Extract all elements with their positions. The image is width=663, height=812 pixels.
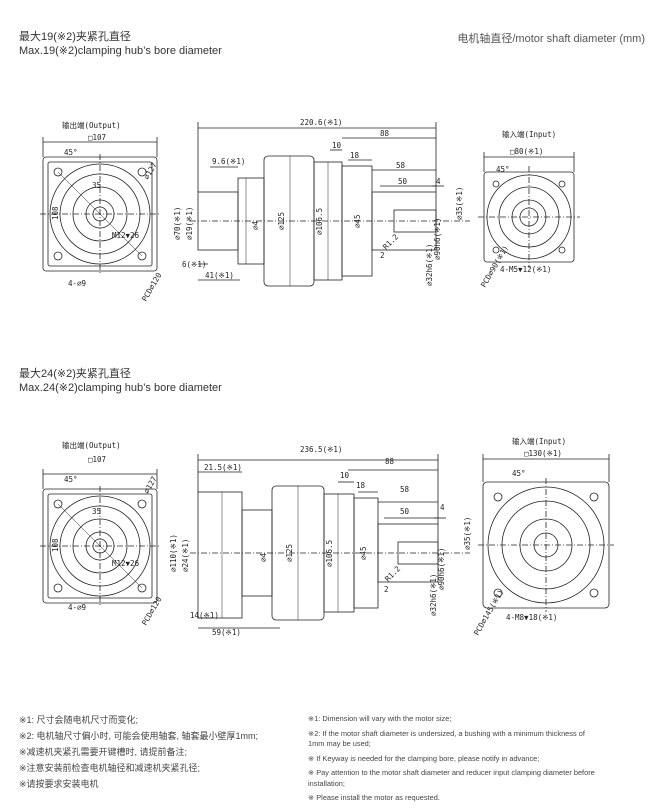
dim-127-2: ⌀127 [142, 475, 159, 495]
dim-overall-1: 220.6(※1) [300, 118, 342, 127]
dim-14-2: 14(※1) [190, 611, 219, 620]
gearbox-side-view-2 [190, 454, 470, 629]
dim-d125-1: ⌀125 [277, 212, 286, 230]
note-cn-1: ※1: 尺寸会随电机尺寸而变化; [19, 715, 139, 725]
output-front-view-2 [40, 469, 160, 606]
dim-88-1: 88 [380, 129, 390, 138]
section1-title-cn: 最大19(※2)夹紧孔直径 [19, 31, 131, 43]
unit-label: 电机轴直径/motor shaft diameter (mm) [457, 33, 645, 45]
dim-2-1: 2 [380, 251, 385, 260]
dim-50-1: 50 [398, 177, 408, 186]
dim-88-2: 88 [385, 457, 395, 466]
dim-127-1: ⌀127 [142, 161, 159, 181]
input-front-view [478, 152, 580, 268]
input-front-view-2 [478, 454, 614, 612]
angle-left-1: 45° [64, 148, 78, 157]
section2-title-en: Max.24(※2)clamping hub’s bore diameter [19, 382, 222, 394]
section2-title-cn: 最大24(※2)夹紧孔直径 [19, 368, 131, 380]
dim-18-1: 18 [350, 151, 360, 160]
hole-4-9-1: 4-⌀9 [68, 279, 86, 288]
dim-r12-1: R1.2 [381, 232, 400, 251]
dim-d4-2: ⌀4 [259, 552, 268, 562]
dim-6-1: 6(※1) [182, 260, 206, 269]
dim-18-2: 18 [356, 481, 366, 490]
dim-10-1: 10 [332, 141, 342, 150]
dim-d110-2: ⌀110(※1) [169, 534, 178, 572]
dim-r12-2: R1.2 [383, 564, 402, 583]
dim-35-2: 35 [92, 507, 101, 516]
note-cn-3: ※减速机夹紧孔需要开键槽时, 请提前备注; [19, 747, 188, 757]
dim-overall-2: 236.5(※1) [300, 445, 342, 454]
dim-d90-1: ⌀90h6(※1) [433, 218, 442, 260]
note-cn-2: ※2: 电机轴尺寸偏小时, 可能会使用轴套, 轴套最小壁厚1mm; [19, 731, 259, 741]
drawing-1: 输出端(Output) □107 45° 35 ⌀127 108 M12▼26 … [40, 118, 580, 303]
thread-m12-1: M12▼26 [112, 231, 140, 240]
hole-4-9-2: 4-⌀9 [68, 603, 86, 612]
notes-cn: ※1: 尺寸会随电机尺寸而变化; ※2: 电机轴尺寸偏小时, 可能会使用轴套, … [19, 712, 299, 792]
drawing-2: 输出端(Output) □107 45° 35 ⌀127 108 M12▼26 … [40, 436, 614, 637]
note-en-2: ※2: If the motor shaft diameter is under… [308, 728, 585, 749]
dim-d32-2: ⌀32h6(※1) [429, 574, 438, 616]
dim-d106-2: ⌀106.5 [325, 540, 334, 567]
input-label-1: 输入端(Input) [502, 129, 556, 139]
dim-d70-1: ⌀70(※1) [173, 207, 182, 240]
dim-2-2: 2 [384, 585, 389, 594]
notes-en: ※1: Dimension will vary with the motor s… [308, 714, 598, 808]
dim-59-2: 59(※1) [212, 628, 241, 637]
input-square-1: □80(※1) [510, 147, 543, 156]
dim-d90-2: ⌀90h6(※1) [437, 548, 446, 590]
dim-41-1: 41(※1) [205, 271, 234, 280]
output-label-2: 输出端(Output) [62, 440, 121, 450]
input-square-2: □130(※1) [524, 449, 562, 458]
thread-m5-1: 4-M5▼12(※1) [500, 265, 551, 274]
dim-d35-2: ⌀35(※1) [463, 517, 472, 550]
dim-21-5-2: 21.5(※1) [204, 463, 242, 472]
section2-title: 最大24(※2)夹紧孔直径 Max.24(※2)clamping hub’s b… [19, 367, 222, 395]
dim-d19-1: ⌀19(※1) [185, 207, 194, 240]
thread-m8-2: 4-M8▼18(※1) [506, 613, 557, 622]
dim-108-2: 108 [51, 538, 60, 552]
angle-right-1: 45° [496, 165, 510, 174]
thread-m12-2: M12▼26 [112, 559, 140, 568]
pcd-120-2: PCD⌀120 [140, 595, 164, 627]
dim-58-1: 58 [396, 161, 406, 170]
pcd-145-2: PCD⌀145(※1) [472, 588, 506, 637]
dim-4-2: 4 [440, 503, 445, 512]
dim-108-1: 108 [51, 206, 60, 220]
dim-d32-1: ⌀32h6(※1) [425, 244, 434, 286]
dim-d45-1: ⌀45 [353, 214, 362, 228]
dim-d35-1: ⌀35(※1) [455, 187, 464, 220]
dim-d125-2: ⌀125 [285, 544, 294, 562]
angle-right-2: 45° [512, 469, 526, 478]
output-label-1: 输出端(Output) [62, 120, 121, 130]
output-square-1: □107 [88, 133, 106, 142]
dim-d4-1: ⌀4 [251, 220, 260, 230]
dim-d45-2: ⌀45 [359, 546, 368, 560]
note-en-5: ※ Please install the motor as requested. [308, 793, 440, 802]
note-en-4: ※ Pay attention to the motor shaft diame… [308, 768, 595, 788]
dim-50-2: 50 [400, 507, 410, 516]
gearbox-side-view [190, 122, 470, 287]
note-en-3: ※ If Keyway is needed for the clamping b… [308, 753, 540, 763]
dim-58-2: 58 [400, 485, 410, 494]
section1-title-en: Max.19(※2)clamping hub’s bore diameter [19, 45, 222, 57]
dim-4-1: 4 [436, 177, 441, 186]
output-square-2: □107 [88, 455, 106, 464]
dim-d24-2: ⌀24(※1) [181, 539, 190, 572]
dim-35-1: 35 [92, 181, 101, 190]
pcd-120-1: PCD⌀120 [140, 271, 164, 303]
note-en-1: ※1: Dimension will vary with the motor s… [308, 714, 452, 723]
dim-d106-1: ⌀106.5 [315, 208, 324, 235]
input-label-2: 输入端(Input) [512, 436, 566, 446]
note-cn-4: ※注意安装前检查电机轴径和减速机夹紧孔径; [19, 763, 201, 773]
output-front-view [40, 137, 160, 274]
angle-left-2: 45° [64, 475, 78, 484]
dim-9-6-1: 9.6(※1) [212, 157, 245, 166]
note-cn-5: ※请按要求安装电机 [19, 779, 99, 789]
dim-10-2: 10 [340, 471, 350, 480]
section1-title: 最大19(※2)夹紧孔直径 Max.19(※2)clamping hub’s b… [19, 30, 222, 58]
